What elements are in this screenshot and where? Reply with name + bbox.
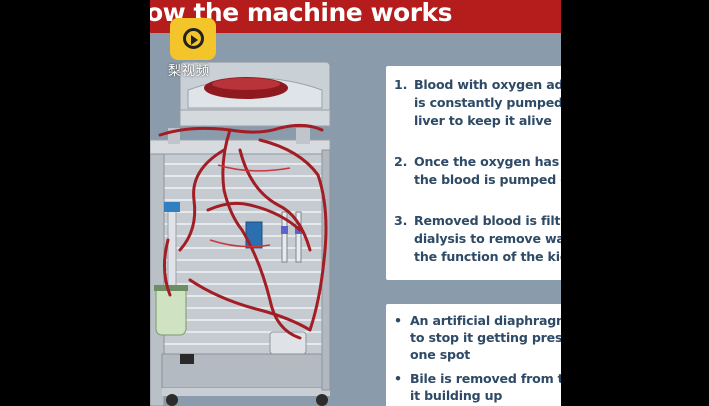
step-line: Removed blood is filtere [414,213,561,228]
step-3: 3. Removed blood is filtere dialysis to … [394,212,561,266]
play-logo-icon [170,18,216,60]
step-line: is constantly pumped in [414,95,561,110]
step-line: the function of the kidn [414,249,561,264]
step-number: 1. [394,77,408,92]
note-line: it building up [410,388,503,403]
step-line: liver to keep it alive [414,113,552,128]
step-number: 2. [394,154,408,169]
title-banner: ow the machine works [150,0,561,33]
note-line: one spot [410,347,471,362]
note-1: • An artificial diaphragm m to stop it g… [394,312,561,363]
play-circle-icon [183,28,204,49]
step-line: Blood with oxygen adde [414,77,561,92]
step-2: 2. Once the oxygen has be the blood is p… [394,153,561,189]
notes-panel: • An artificial diaphragm m to stop it g… [386,304,561,406]
step-number: 3. [394,213,408,228]
step-line: dialysis to remove wast [414,231,561,246]
video-frame: ow the machine works [150,0,561,406]
bullet: • [394,371,402,386]
steps-panel: 1. Blood with oxygen adde is constantly … [386,66,561,280]
note-line: Bile is removed from the [410,371,561,386]
watermark-text: 梨视频 [168,64,211,79]
perfusion-machine-illustration [150,33,390,406]
step-line: Once the oxygen has be [414,154,561,169]
note-line: to stop it getting pressur [410,330,561,345]
step-line: the blood is pumped ou [414,172,561,187]
note-2: • Bile is removed from the it building u… [394,370,561,404]
play-triangle-icon [191,35,198,45]
step-1: 1. Blood with oxygen adde is constantly … [394,76,561,130]
note-line: An artificial diaphragm m [410,313,561,328]
bullet: • [394,313,402,328]
